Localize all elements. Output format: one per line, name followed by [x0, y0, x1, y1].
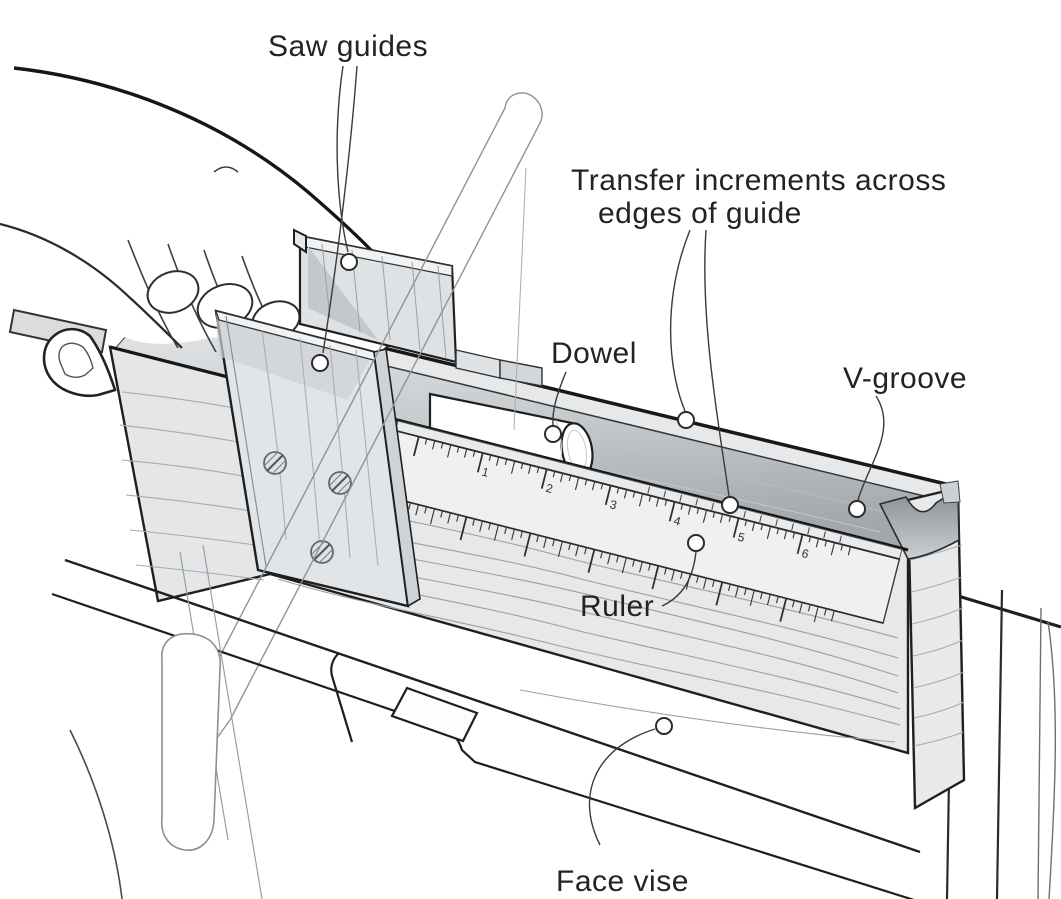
blade-cutting-edge	[229, 124, 540, 721]
leader-transfer-front	[704, 229, 730, 497]
saw-guide-front	[214, 309, 421, 608]
vise-mortise	[390, 686, 479, 743]
screws	[263, 451, 352, 564]
leader-saw-guides-front	[322, 65, 358, 354]
marker-ruler	[687, 534, 705, 552]
guide-grain	[261, 329, 379, 567]
ruler-number-2: 2	[544, 481, 554, 496]
leader-saw-guides-rear	[336, 65, 349, 253]
vise-screw-area	[160, 544, 263, 899]
label-dowel: Dowel	[551, 337, 637, 370]
label-transfer-line2: edges of guide	[598, 197, 802, 230]
leader-lines	[311, 65, 885, 846]
marker-face-vise	[655, 717, 673, 735]
saw-guide-rear	[293, 228, 543, 387]
ruler-ticks-top	[412, 436, 852, 556]
saw-shadow	[308, 246, 378, 340]
fingertip	[146, 270, 200, 314]
marker-v-groove	[848, 500, 866, 518]
label-face-vise: Face vise	[556, 865, 689, 898]
saw-shadow	[216, 311, 374, 400]
screw	[328, 471, 352, 495]
leader-face-vise	[588, 728, 656, 846]
leader-v-groove	[857, 395, 885, 501]
label-ruler: Ruler	[580, 590, 654, 623]
screw	[310, 540, 334, 564]
vise-jaw-top-edge	[64, 558, 921, 854]
knuckle-line	[213, 166, 239, 173]
label-v-groove: V-groove	[843, 362, 967, 395]
thumbnail	[58, 342, 94, 378]
transfer-increment-ticks-top	[647, 486, 842, 543]
leader-ruler	[661, 551, 697, 607]
leader-dowel	[552, 371, 567, 426]
ruler-number-4: 4	[672, 513, 682, 528]
blade-toe	[504, 92, 543, 126]
marker-dowel	[544, 425, 562, 443]
ruler-number-1: 1	[480, 465, 490, 480]
label-transfer-line1: Transfer increments across	[571, 164, 946, 197]
marker-saw-guide-front	[311, 354, 329, 372]
marker-transfer-front-edge	[721, 496, 739, 514]
screw	[263, 451, 287, 475]
marker-transfer-back-edge	[677, 411, 695, 429]
vise-screw-handle	[160, 632, 221, 851]
ruler-number-6: 6	[800, 546, 810, 561]
marker-saw-guide-rear	[340, 253, 358, 271]
ruler-numbers: 1 2 3 4 5 6	[480, 465, 810, 562]
blade-spine	[195, 107, 506, 703]
leader-transfer-back	[669, 229, 691, 412]
ruler-strip: 1 2 3 4 5 6	[378, 420, 903, 624]
labels: Saw guides Transfer increments across ed…	[268, 30, 967, 898]
ruler-number-5: 5	[736, 530, 746, 545]
label-saw-guides: Saw guides	[268, 30, 428, 63]
face-vise	[51, 558, 921, 899]
ruler-number-3: 3	[608, 497, 618, 512]
